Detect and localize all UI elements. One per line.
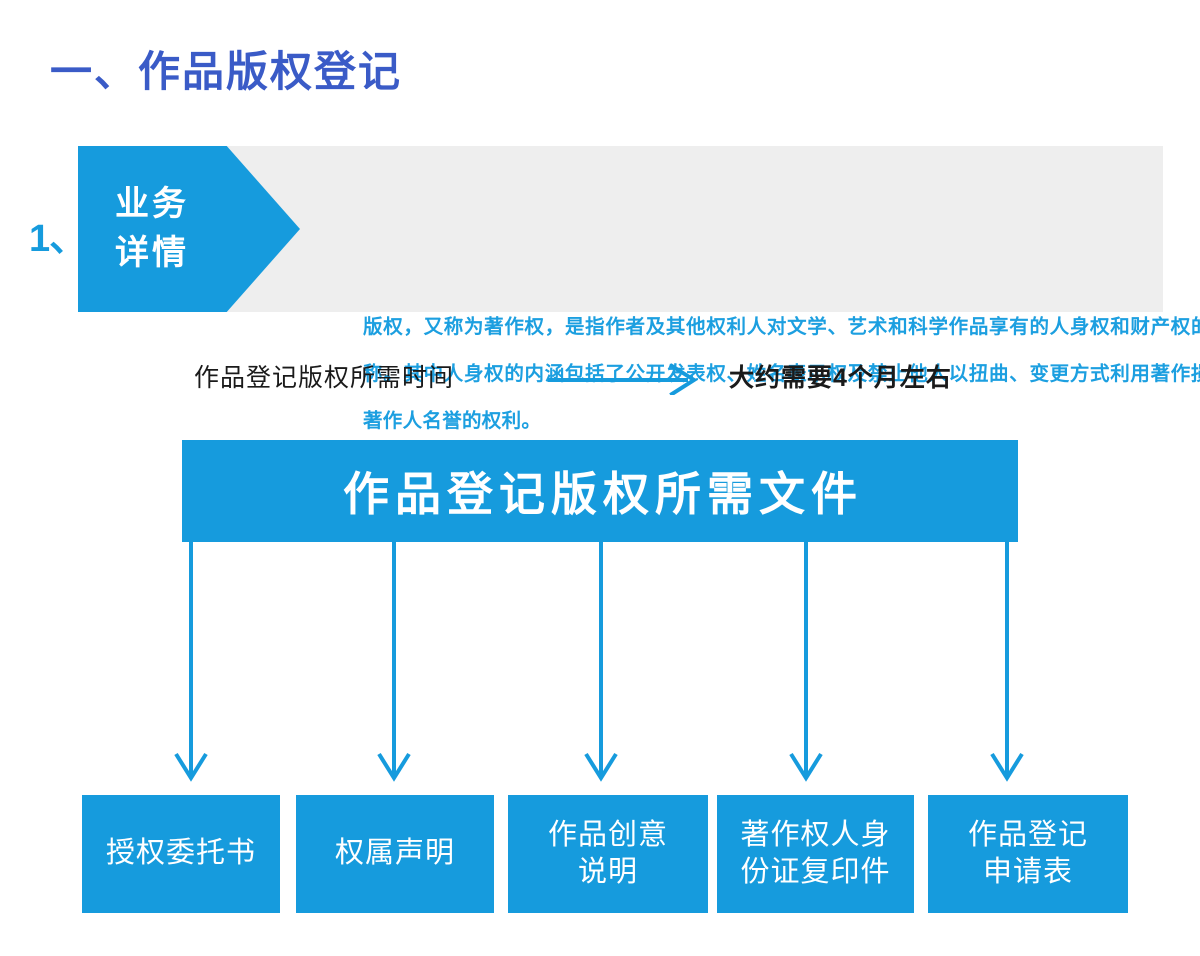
required-documents-header: 作品登记版权所需文件: [182, 440, 1018, 542]
connector-arrow-3: [584, 540, 618, 782]
connector-arrow-5: [990, 540, 1024, 782]
document-box-4[interactable]: 著作权人身 份证复印件: [717, 795, 914, 913]
page-title: 一、作品版权登记: [50, 48, 403, 95]
processing-time-row: 作品登记版权所需时间 大约需要4个月左右: [0, 358, 1200, 400]
business-detail-tag-label: 业务 详情: [78, 146, 226, 312]
processing-time-value: 大约需要4个月左右: [729, 364, 952, 392]
connector-arrow-2: [377, 540, 411, 782]
document-box-2[interactable]: 权属声明: [296, 795, 494, 913]
document-box-1-label: 授权委托书: [105, 837, 256, 870]
document-box-3-line-2: 说明: [577, 856, 638, 888]
document-box-1[interactable]: 授权委托书: [82, 795, 280, 913]
document-box-4-label: 著作权人身 份证复印件: [740, 817, 890, 891]
tag-line-2: 详情: [115, 234, 189, 272]
processing-time-label: 作品登记版权所需时间: [194, 364, 455, 392]
detail-index-label: 1、: [29, 218, 87, 260]
right-arrow-icon: [548, 363, 698, 395]
required-documents-header-label: 作品登记版权所需文件: [343, 468, 863, 520]
document-box-3[interactable]: 作品创意 说明: [508, 795, 708, 913]
document-box-5-line-1: 作品登记: [967, 818, 1088, 851]
connector-arrow-1: [174, 540, 208, 782]
connector-arrow-4: [789, 540, 823, 782]
document-box-5-line-2: 申请表: [982, 856, 1073, 888]
document-box-4-line-2: 份证复印件: [740, 856, 891, 888]
document-box-3-line-1: 作品创意: [547, 818, 668, 851]
connector-arrows: [174, 540, 1024, 782]
document-box-5-label: 作品登记 申请表: [968, 817, 1088, 891]
document-box-4-line-1: 著作权人身: [740, 818, 891, 851]
document-box-3-label: 作品创意 说明: [548, 817, 668, 891]
document-box-2-label: 权属声明: [334, 837, 455, 870]
document-box-5[interactable]: 作品登记 申请表: [928, 795, 1128, 913]
tag-line-1: 业务: [115, 184, 189, 223]
